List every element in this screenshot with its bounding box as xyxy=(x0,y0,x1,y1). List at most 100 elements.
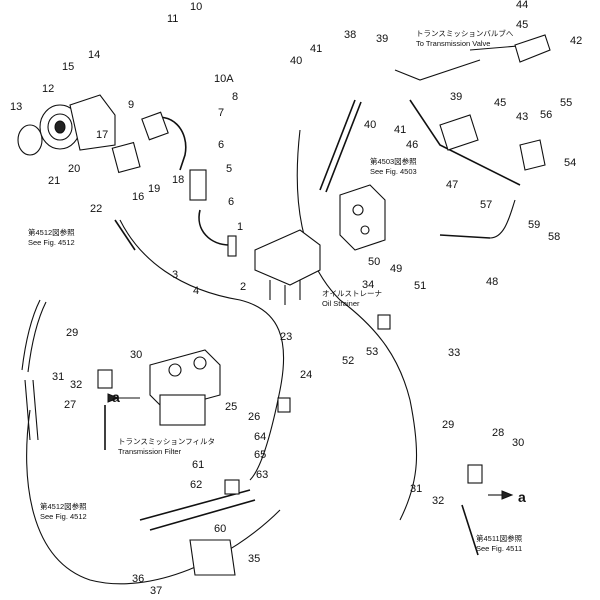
hose-28 xyxy=(461,504,479,556)
leader-valve-b xyxy=(394,59,481,81)
note-fig4511-en: See Fig. 4511 xyxy=(476,544,522,553)
callout-56: 56 xyxy=(540,109,552,121)
bracket-35 xyxy=(189,539,236,576)
pipe-60b xyxy=(149,499,256,531)
callout-3: 3 xyxy=(172,269,178,281)
tube-left-line xyxy=(24,379,31,441)
callout-16: 16 xyxy=(132,191,144,203)
callout-8: 8 xyxy=(232,91,238,103)
flange-1 xyxy=(227,235,237,257)
callout-43: 43 xyxy=(516,111,528,123)
o-ring-13 xyxy=(17,124,43,156)
callout-40: 40 xyxy=(364,119,376,131)
callout-30: 30 xyxy=(130,349,142,361)
callout-54: 54 xyxy=(564,157,576,169)
note-to-valve-en: To Transmission Valve xyxy=(416,39,490,48)
callout-34: 34 xyxy=(362,279,374,291)
callout-18: 18 xyxy=(172,174,184,186)
callout-5: 5 xyxy=(226,163,232,175)
callout-10a: 10A xyxy=(214,73,234,85)
callout-65: 65 xyxy=(254,449,266,461)
callout-11: 11 xyxy=(167,13,178,25)
callout-26: 26 xyxy=(248,411,260,423)
hose-23 xyxy=(119,219,285,481)
callout-58: 58 xyxy=(548,231,560,243)
callout-labels: 12345667891010A1112131415161718192021222… xyxy=(10,0,582,597)
note-strainer-jp: オイルストレーナ xyxy=(322,289,382,298)
hose-40 xyxy=(319,99,356,191)
callout-32: 32 xyxy=(432,495,444,507)
valve-block-4503 xyxy=(339,184,386,251)
callout-23: 23 xyxy=(280,331,292,343)
callout-50: 50 xyxy=(368,256,380,268)
pipe-left xyxy=(114,219,136,251)
callout-2: 2 xyxy=(240,281,246,293)
callout-40: 40 xyxy=(290,55,302,67)
callout-33: 33 xyxy=(448,347,460,359)
bracket-46 xyxy=(439,114,479,151)
note-fig4512b-jp: 第4512図参照 xyxy=(40,501,87,511)
callout-45: 45 xyxy=(494,97,506,109)
callout-13: 13 xyxy=(10,101,22,113)
clamp-34 xyxy=(377,314,391,330)
note-strainer-en: Oil Strainer xyxy=(322,299,360,308)
callout-55: 55 xyxy=(560,97,572,109)
callout-44: 44 xyxy=(516,0,528,11)
tube-left xyxy=(21,299,41,371)
callout-17: 17 xyxy=(96,129,108,141)
flange-7 xyxy=(141,111,169,141)
note-fig4512a-jp: 第4512図参照 xyxy=(28,227,75,237)
block-16 xyxy=(111,141,141,174)
note-fig4503-jp: 第4503図参照 xyxy=(370,156,417,166)
callout-57: 57 xyxy=(480,199,492,211)
callout-41: 41 xyxy=(310,43,322,55)
note-to-valve-jp: トランスミッションバルブへ xyxy=(416,28,514,38)
callout-35: 35 xyxy=(248,553,260,565)
elbow-28 xyxy=(467,464,483,484)
callout-7: 7 xyxy=(218,107,224,119)
callout-29: 29 xyxy=(442,419,454,431)
hose-5 xyxy=(189,169,207,201)
callout-22: 22 xyxy=(90,203,102,215)
callout-24: 24 xyxy=(300,369,312,381)
note-filter-en: Transmission Filter xyxy=(118,447,182,456)
ref-a-left: a xyxy=(112,389,120,405)
callout-9: 9 xyxy=(128,99,134,111)
callout-59: 59 xyxy=(528,219,540,231)
clamp-63 xyxy=(224,479,240,495)
callout-45: 45 xyxy=(516,19,528,31)
callout-31: 31 xyxy=(52,371,64,383)
callout-20: 20 xyxy=(68,163,80,175)
clamp-24 xyxy=(277,397,291,413)
callout-27: 27 xyxy=(64,399,76,411)
oil-strainer xyxy=(254,229,321,305)
elbow-27 xyxy=(97,369,113,389)
callout-4: 4 xyxy=(193,285,199,297)
tube-left-b xyxy=(27,301,47,373)
callout-52: 52 xyxy=(342,355,354,367)
callout-42: 42 xyxy=(570,35,582,47)
callout-49: 49 xyxy=(390,263,402,275)
callout-37: 37 xyxy=(150,585,162,597)
callout-64: 64 xyxy=(254,431,266,443)
note-fig4512a-en: See Fig. 4512 xyxy=(28,238,75,247)
arrow-a-right xyxy=(501,490,514,500)
hose-48-loop xyxy=(489,199,516,239)
callout-15: 15 xyxy=(62,61,74,73)
pump-12 xyxy=(39,94,116,151)
callout-32: 32 xyxy=(70,379,82,391)
callout-12: 12 xyxy=(42,83,54,95)
callout-51: 51 xyxy=(414,280,426,292)
note-fig4511-jp: 第4511図参照 xyxy=(476,533,523,543)
bracket-54 xyxy=(519,139,546,171)
callout-14: 14 xyxy=(88,49,100,61)
callout-61: 61 xyxy=(192,459,204,471)
hose-46 xyxy=(409,99,521,186)
callout-47: 47 xyxy=(446,179,458,191)
note-fig4512b-en: See Fig. 4512 xyxy=(40,512,87,521)
note-fig4503-en: See Fig. 4503 xyxy=(370,167,417,176)
callout-25: 25 xyxy=(225,401,237,413)
elbow-1 xyxy=(198,209,231,246)
